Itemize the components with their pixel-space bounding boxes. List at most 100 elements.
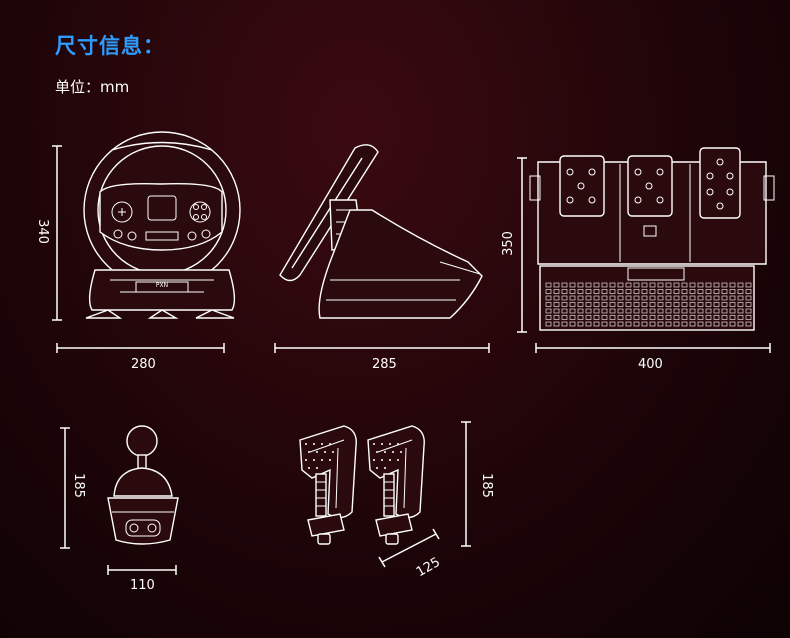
grid-cell bbox=[577, 315, 584, 320]
grid-cell bbox=[577, 295, 584, 301]
grid-cell bbox=[689, 302, 696, 307]
grid-cell bbox=[593, 282, 600, 288]
grid-cell bbox=[745, 321, 752, 327]
clamp-dot bbox=[397, 443, 399, 445]
clamp-dot bbox=[308, 467, 310, 469]
pedal-height-label: 350 bbox=[500, 231, 516, 256]
grid-cell bbox=[569, 289, 576, 294]
grid-cell bbox=[569, 321, 576, 327]
grid-cell bbox=[625, 321, 632, 327]
grid-cell bbox=[633, 289, 640, 294]
grid-cell bbox=[737, 282, 744, 288]
grid-cell bbox=[721, 302, 728, 307]
grid-cell bbox=[641, 308, 648, 314]
grid-cell bbox=[593, 295, 600, 301]
grid-cell bbox=[681, 302, 688, 307]
wheel-side-depth-label: 285 bbox=[372, 357, 397, 372]
grid-cell bbox=[577, 321, 584, 327]
grid-cell bbox=[585, 321, 592, 327]
grid-cell bbox=[657, 321, 664, 327]
grid-cell bbox=[585, 295, 592, 301]
clamp-dot bbox=[321, 443, 323, 445]
grid-cell bbox=[609, 302, 616, 307]
grid-cell bbox=[617, 321, 624, 327]
grid-cell bbox=[545, 308, 552, 314]
grid-cell bbox=[641, 315, 648, 320]
grid-cell bbox=[553, 282, 560, 288]
clamp-dot bbox=[321, 459, 323, 461]
table-clamps bbox=[299, 421, 471, 568]
grid-cell bbox=[745, 315, 752, 320]
clamp-dot bbox=[324, 451, 326, 453]
grid-cell bbox=[697, 302, 704, 307]
grid-cell bbox=[633, 295, 640, 301]
grid-cell bbox=[657, 289, 664, 294]
grid-cell bbox=[553, 302, 560, 307]
grid-cell bbox=[625, 282, 632, 288]
grid-cell bbox=[713, 315, 720, 320]
grid-cell bbox=[593, 315, 600, 320]
clamp-dot bbox=[316, 467, 318, 469]
clamp-dot bbox=[316, 451, 318, 453]
grid-cell bbox=[721, 308, 728, 314]
grid-cell bbox=[601, 308, 608, 314]
clamp-dot bbox=[313, 459, 315, 461]
grid-cell bbox=[601, 282, 608, 288]
grid-cell bbox=[657, 315, 664, 320]
grid-cell bbox=[665, 302, 672, 307]
grid-cell bbox=[609, 315, 616, 320]
grid-cell bbox=[649, 295, 656, 301]
grid-cell bbox=[721, 295, 728, 301]
grid-cell bbox=[665, 315, 672, 320]
grid-cell bbox=[601, 295, 608, 301]
grid-cell bbox=[689, 282, 696, 288]
grid-cell bbox=[681, 315, 688, 320]
grid-cell bbox=[569, 282, 576, 288]
grid-cell bbox=[609, 289, 616, 294]
clamp-dot bbox=[308, 451, 310, 453]
shifter-height-label: 185 bbox=[70, 473, 86, 498]
grid-cell bbox=[609, 308, 616, 314]
grid-cell bbox=[713, 282, 720, 288]
grid-cell bbox=[545, 315, 552, 320]
grid-cell bbox=[737, 289, 744, 294]
grid-cell bbox=[729, 289, 736, 294]
grid-cell bbox=[585, 302, 592, 307]
clamp-dot bbox=[305, 459, 307, 461]
grid-cell bbox=[673, 295, 680, 301]
grid-cell bbox=[721, 321, 728, 327]
unit-label: 单位：mm bbox=[55, 78, 130, 96]
grid-cell bbox=[729, 302, 736, 307]
grid-cell bbox=[673, 315, 680, 320]
grid-cell bbox=[641, 295, 648, 301]
grid-cell bbox=[561, 315, 568, 320]
grid-cell bbox=[697, 308, 704, 314]
grid-cell bbox=[593, 302, 600, 307]
grid-cell bbox=[681, 321, 688, 327]
grid-cell bbox=[657, 282, 664, 288]
grid-cell bbox=[729, 321, 736, 327]
gear-shifter bbox=[60, 425, 179, 575]
grid-cell bbox=[633, 315, 640, 320]
grid-cell bbox=[561, 321, 568, 327]
grid-cell bbox=[657, 308, 664, 314]
grid-cell bbox=[745, 282, 752, 288]
grid-cell bbox=[657, 302, 664, 307]
grid-cell bbox=[601, 321, 608, 327]
grid-cell bbox=[649, 302, 656, 307]
grid-cell bbox=[697, 315, 704, 320]
grid-cell bbox=[705, 295, 712, 301]
pedal-width-label: 400 bbox=[638, 357, 663, 372]
grid-cell bbox=[705, 289, 712, 294]
clamp-dot bbox=[329, 443, 331, 445]
grid-cell bbox=[665, 282, 672, 288]
grid-cell bbox=[545, 321, 552, 327]
grid-cell bbox=[665, 308, 672, 314]
clamp-dot bbox=[376, 467, 378, 469]
grid-cell bbox=[697, 321, 704, 327]
grid-cell bbox=[561, 282, 568, 288]
grid-cell bbox=[545, 295, 552, 301]
grid-cell bbox=[713, 321, 720, 327]
grid-cell bbox=[713, 308, 720, 314]
grid-cell bbox=[689, 289, 696, 294]
